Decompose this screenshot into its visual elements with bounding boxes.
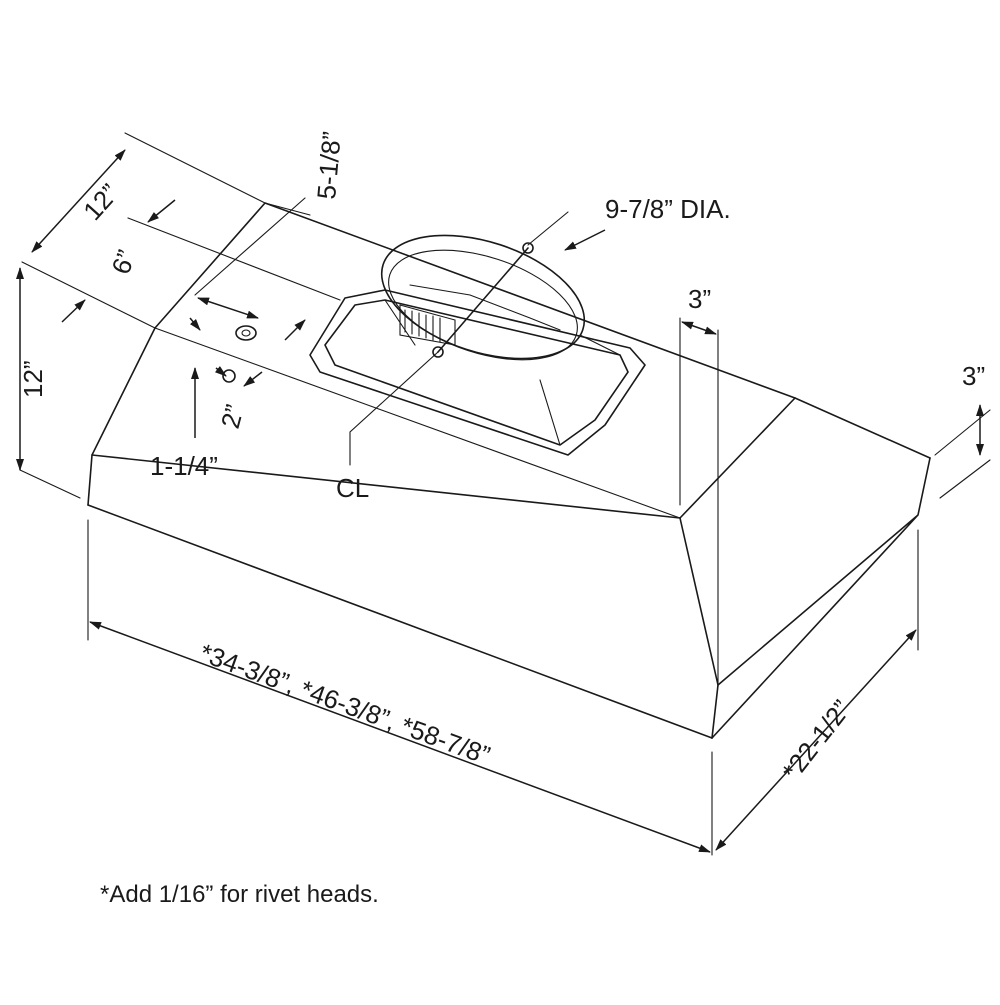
duct-rivet-bottom [432, 346, 444, 358]
dimensions [16, 132, 991, 856]
hood-front-bottom-edge [87, 504, 713, 739]
duct-flange-plate [309, 289, 646, 456]
hood-body [87, 202, 931, 739]
dim-centerline-leader [349, 351, 439, 466]
duct-collar-inner [388, 249, 578, 361]
duct-collar-ring [380, 234, 586, 360]
hood-top-recess-line [154, 327, 681, 519]
label-1-1-4-offset: 1-1/4” [150, 451, 218, 481]
label-3-top: 3” [688, 284, 711, 314]
label-5-1-8-offset: 5-1/8” [311, 130, 347, 200]
rivet-note: *Add 1/16” for rivet heads. [100, 881, 379, 908]
dim-3-top-line [681, 321, 717, 335]
dim-duct-dia-leader [564, 229, 606, 251]
blower-housing [399, 304, 456, 346]
dim-6-arrow-top [147, 199, 176, 223]
label-6-offset: 6” [105, 246, 141, 278]
dim-2-arrow [243, 371, 263, 387]
duct-rivet-top [522, 242, 534, 254]
knockout-large-icon [235, 325, 257, 341]
blower-rim [409, 284, 561, 331]
label-2-offset: 2” [215, 401, 250, 431]
duct-transition [324, 299, 629, 446]
hood-front-slope [87, 327, 156, 506]
dim-top-depth-line [31, 149, 126, 253]
dimension-labels: 12” 12” 6” 5-1/8” 9-7/8” DIA. 3” 3” 2” 1… [18, 130, 985, 785]
dim-width-line [89, 621, 711, 853]
label-3-right: 3” [962, 361, 985, 391]
hood-front-top-edge [91, 454, 681, 519]
hood-top-outline [154, 202, 931, 459]
label-height: 12” [18, 360, 48, 398]
label-centerline: CL [336, 473, 369, 503]
dim-5-1-8-line [197, 297, 259, 319]
dim-6-arrow-bottom [61, 299, 86, 323]
label-depth: *22-1/2” [776, 694, 857, 785]
duct-assembly [309, 234, 646, 456]
label-width: *34-3/8”, *46-3/8”, *58-7/8” [196, 637, 494, 770]
label-duct-diameter: 9-7/8” DIA. [605, 194, 731, 224]
hood-front-corner [679, 517, 719, 739]
blower-fins [404, 309, 441, 343]
hood-top-back-line [264, 202, 311, 216]
label-top-depth: 12” [77, 178, 124, 226]
dim-depth-line [715, 629, 917, 851]
